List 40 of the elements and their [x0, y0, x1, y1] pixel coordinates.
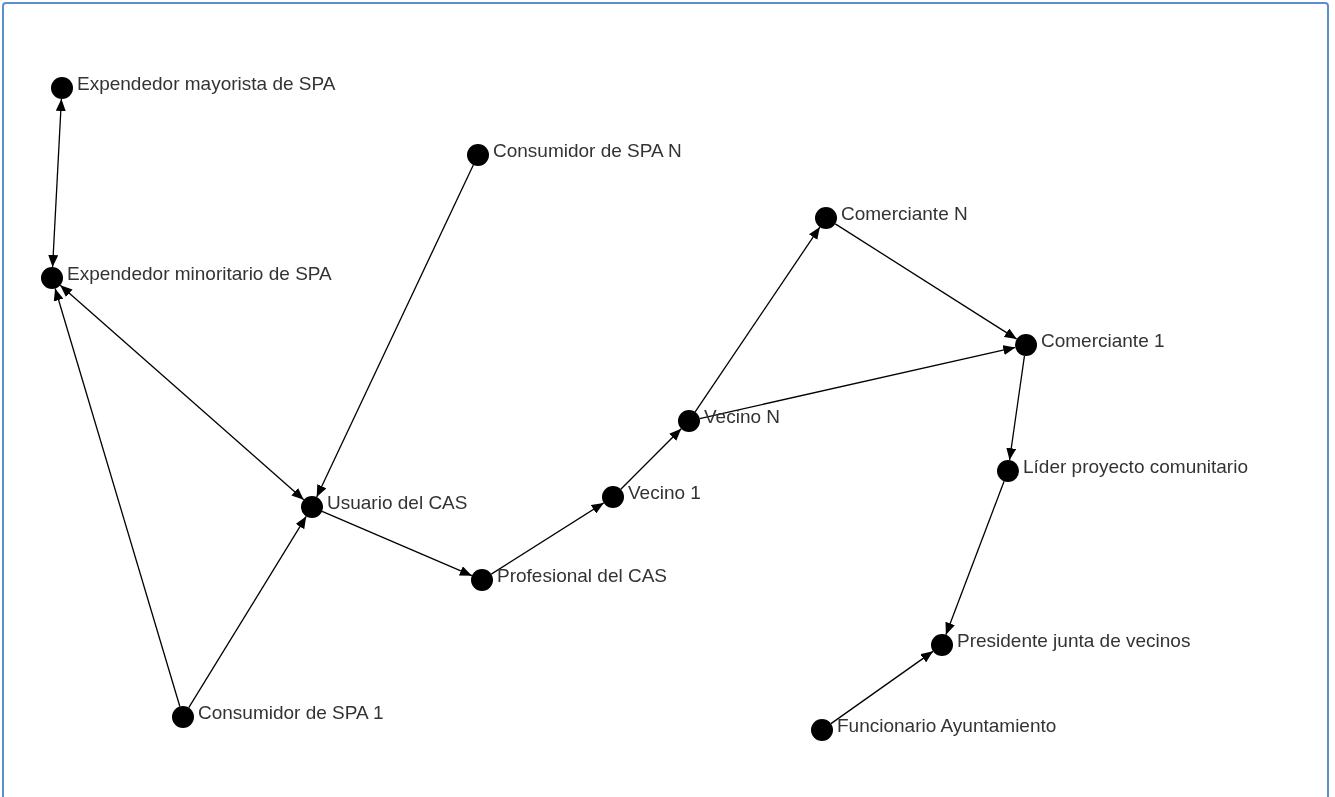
arrow: [1006, 355, 1026, 461]
arrow: [188, 515, 307, 709]
node-label: Vecino N: [704, 406, 781, 428]
node-dot: [678, 410, 700, 432]
node-label: Expendedor minoritario de SPA: [67, 263, 332, 285]
node-label: Expendedor mayorista de SPA: [77, 73, 336, 95]
node-dot: [172, 706, 194, 728]
arrow: [53, 287, 181, 708]
arrow: [945, 480, 1005, 636]
node-dot: [41, 267, 63, 289]
node-dot: [602, 486, 624, 508]
node-dot: [471, 569, 493, 591]
node-label: Vecino 1: [628, 482, 701, 504]
arrow: [316, 164, 474, 498]
arrow: [830, 650, 934, 725]
node-label: Consumidor de SPA N: [493, 140, 682, 162]
node-label: Consumidor de SPA 1: [198, 702, 384, 724]
arrow: [48, 98, 66, 268]
node-dot: [811, 719, 833, 741]
arrow: [59, 284, 305, 501]
node-label: Líder proyecto comunitario: [1023, 456, 1248, 478]
node-label: Presidente junta de vecinos: [957, 630, 1191, 652]
node-label: Comerciante 1: [1041, 330, 1165, 352]
arrow: [620, 428, 682, 490]
node-label: Comerciante N: [841, 203, 968, 225]
arrow: [694, 226, 821, 413]
node-label: Funcionario Ayuntamiento: [837, 715, 1057, 737]
node-label: Profesional del CAS: [497, 565, 668, 587]
arrow: [699, 345, 1016, 420]
node-dot: [931, 634, 953, 656]
arrow: [321, 510, 473, 577]
node-dot: [51, 77, 73, 99]
node-dot: [301, 496, 323, 518]
arrow: [490, 502, 605, 575]
node-dot: [467, 144, 489, 166]
arrow: [834, 223, 1018, 340]
node-dot: [1015, 334, 1037, 356]
node-dot: [997, 460, 1019, 482]
node-label: Usuario del CAS: [327, 492, 468, 514]
node-dot: [815, 207, 837, 229]
